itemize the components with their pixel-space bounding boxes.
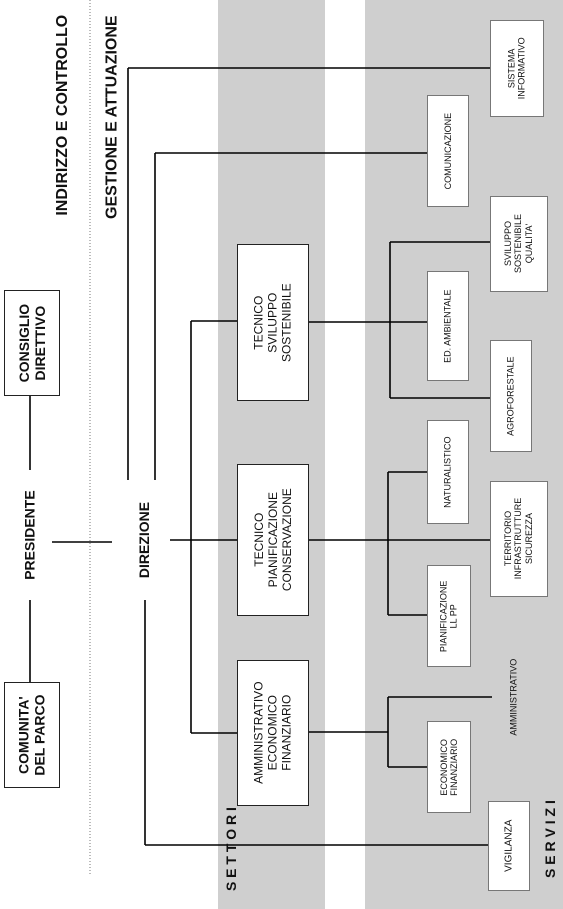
- servizio-naturalistico-box: NATURALISTICO: [427, 420, 469, 524]
- settore-tecnico-pianificazione-box: TECNICO PIANIFICAZIONE CONSERVAZIONE: [237, 464, 309, 616]
- header-indirizzo-controllo: INDIRIZZO E CONTROLLO: [53, 14, 71, 216]
- consiglio-direttivo-box: CONSIGLIO DIRETTIVO: [4, 290, 60, 396]
- header-gestione-attuazione: GESTIONE E ATTUAZIONE: [103, 15, 121, 220]
- servizi-band-label: S E R V I Z I: [541, 800, 558, 879]
- direzione-label: DIREZIONE: [122, 480, 166, 600]
- comunita-del-parco-box: COMUNITA' DEL PARCO: [4, 682, 60, 788]
- settori-band-label: S E T T O R I: [222, 807, 239, 892]
- servizio-pianificazione-llpp-box: PIANIFICAZIONE LL PP: [427, 565, 471, 667]
- servizio-sviluppo-qualita-box: SVILUPPO SOSTENIBILE QUALITA': [490, 196, 548, 292]
- settore-amministrativo-box: AMMINISTRATIVO ECONOMICO FINANZIARIO: [237, 660, 309, 806]
- servizio-territorio-box: TERRITORIO INFRASTRUTTURE SICUREZZA: [490, 481, 548, 597]
- servizio-agroforestale-box: AGROFORESTALE: [490, 340, 532, 452]
- servizio-vigilanza-box: VIGILANZA: [488, 801, 530, 891]
- settore-tecnico-sviluppo-box: TECNICO SVILUPPO SOSTENIBILE: [237, 244, 309, 401]
- servizio-comunicazione-box: COMUNICAZIONE: [427, 95, 469, 207]
- servizio-amministrativo-label: AMMINISTRATIVO: [507, 658, 518, 736]
- presidente-label: PRESIDENTE: [10, 470, 50, 600]
- servizio-sistema-informativo-box: SISTEMA INFORMATIVO: [490, 20, 544, 117]
- servizio-ed-ambientale-box: ED. AMBIENTALE: [427, 271, 469, 381]
- servizio-economico-finanziario-box: ECONOMICO FINANZIARIO: [427, 721, 471, 813]
